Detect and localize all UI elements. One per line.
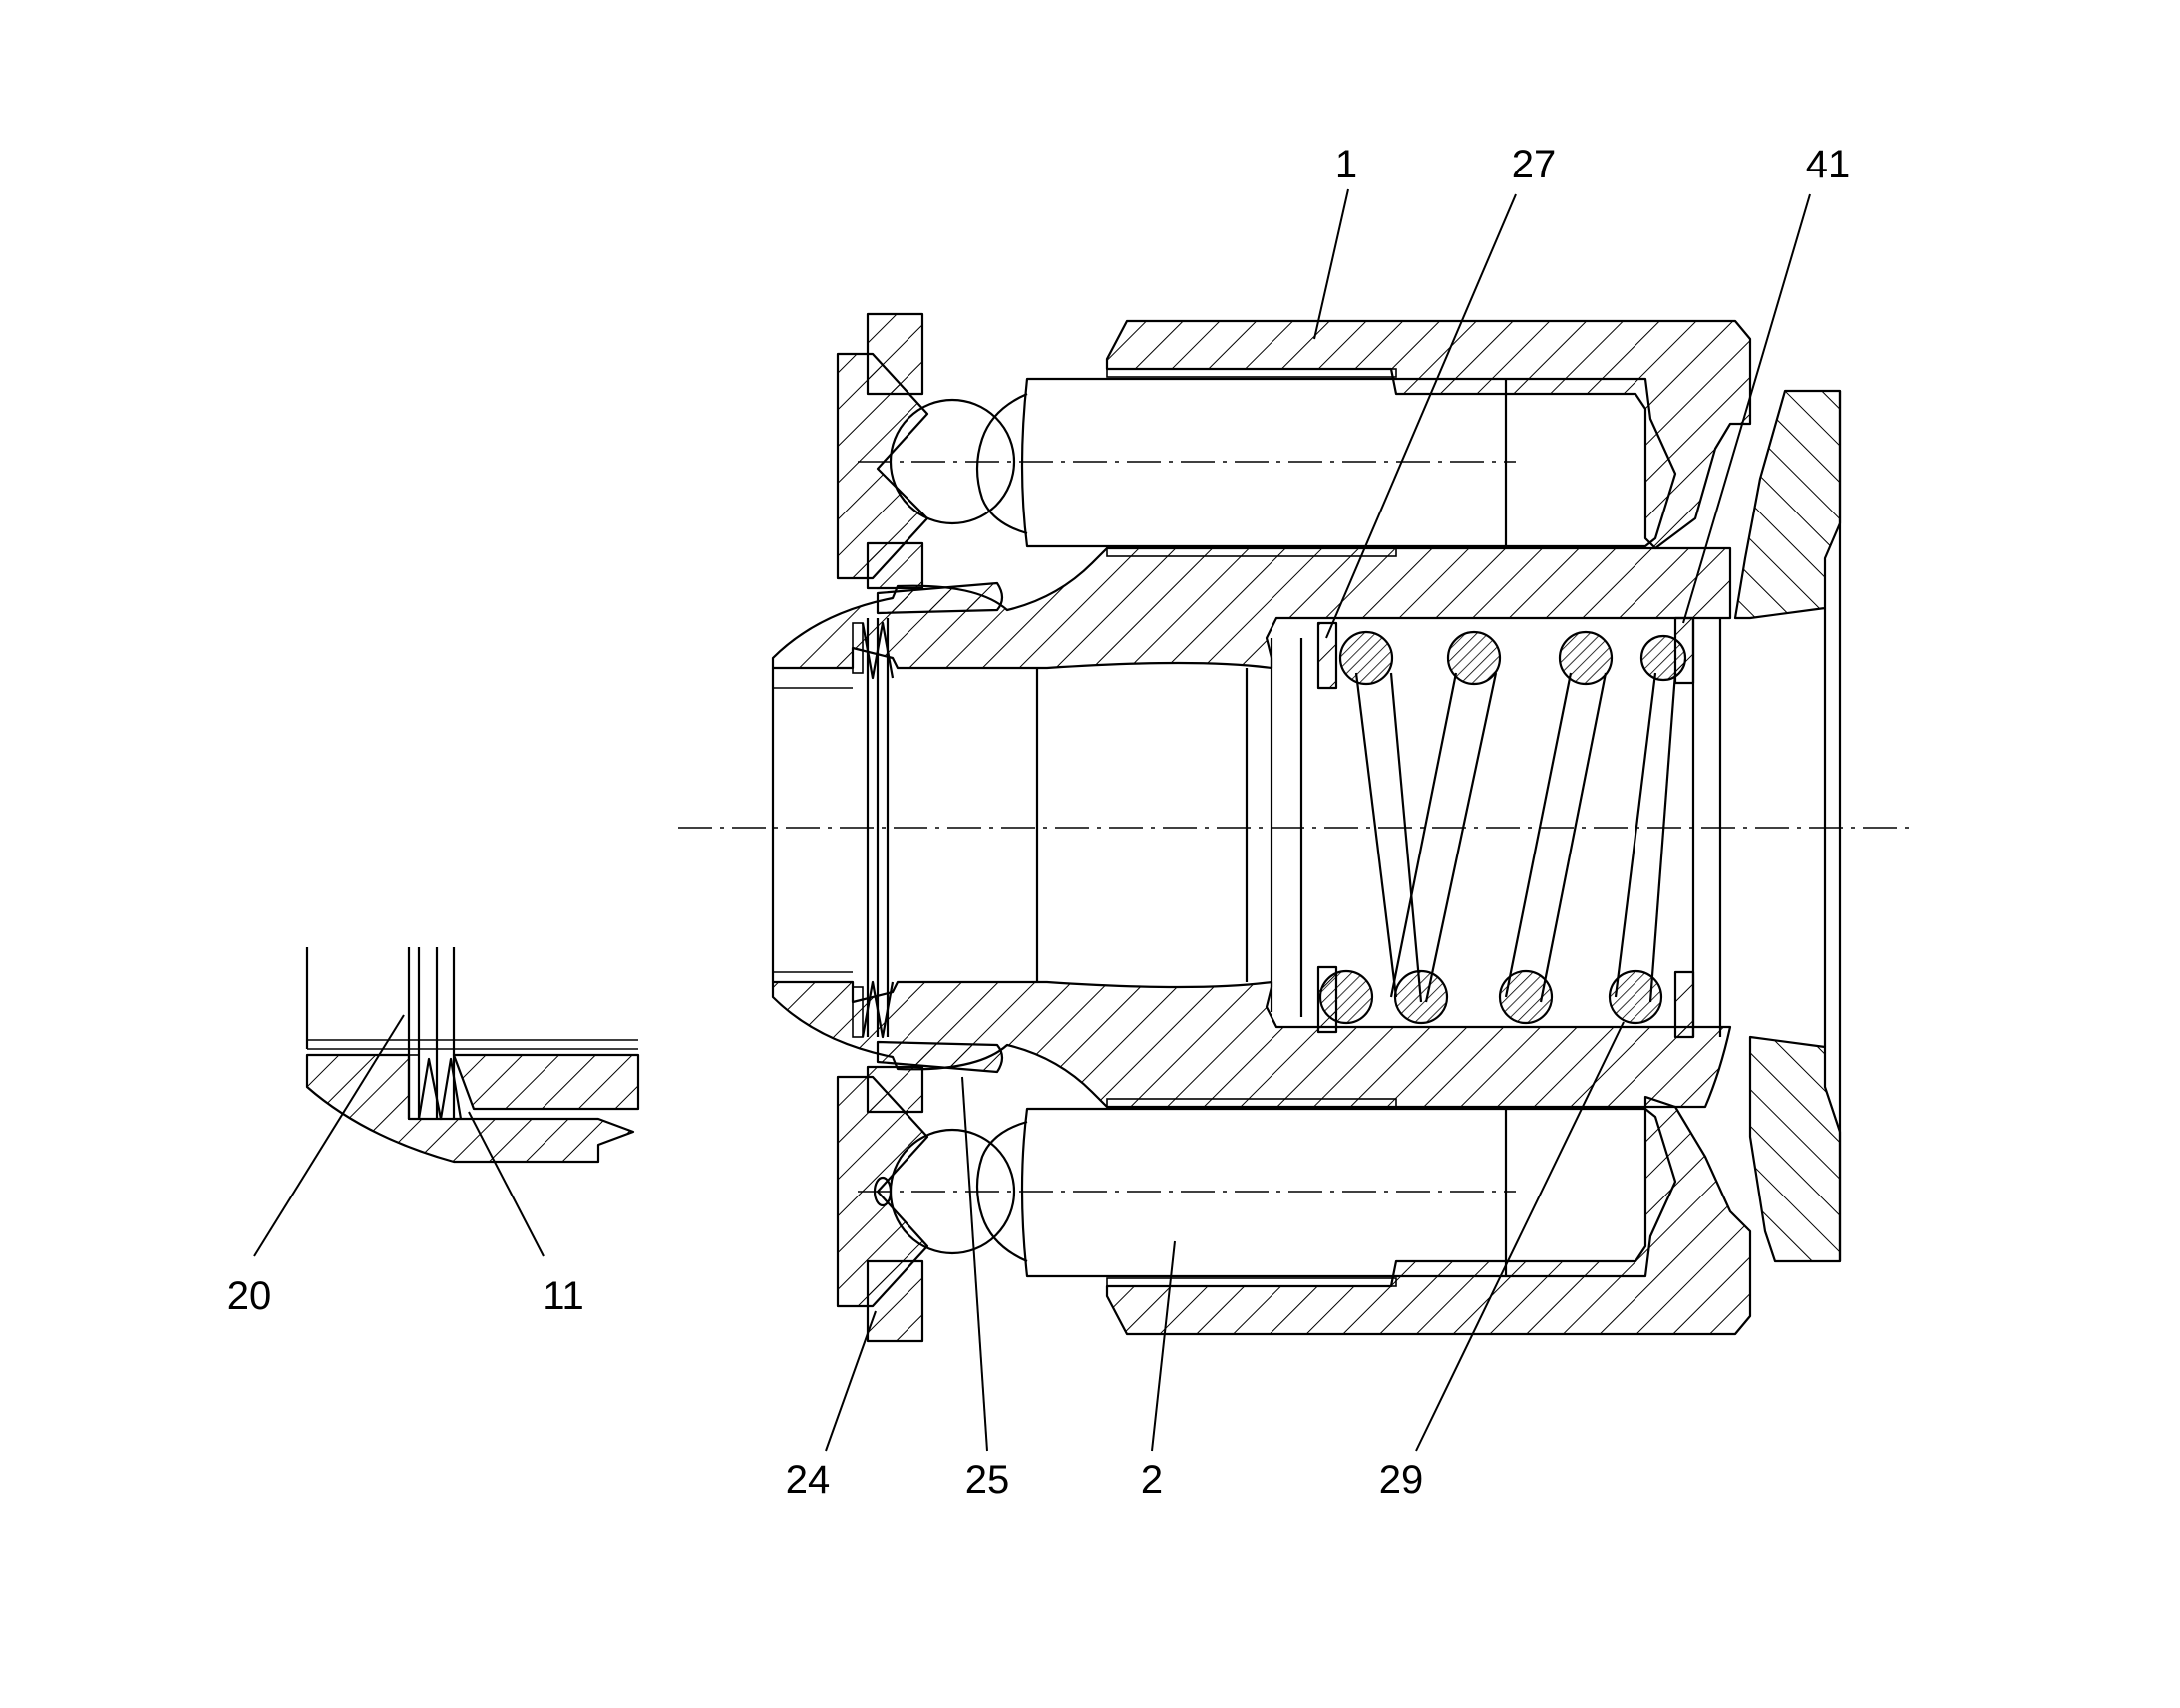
end-cap-lower — [1748, 1035, 1842, 1263]
callout-25: 25 — [965, 1458, 1010, 1502]
piston-upper — [1020, 377, 1677, 548]
callout-24: 24 — [786, 1458, 831, 1502]
coil-spring — [1318, 630, 1687, 1025]
main-section — [678, 312, 1910, 1343]
piston-lower — [1020, 1107, 1677, 1278]
callout-29: 29 — [1379, 1458, 1424, 1502]
callout-27: 27 — [1512, 143, 1557, 186]
housing-bottom — [1105, 1095, 1752, 1336]
ball-upper — [889, 398, 1016, 525]
callout-20: 20 — [227, 1274, 272, 1318]
housing-top — [1105, 319, 1752, 550]
detail-view — [305, 947, 640, 1164]
callout-1: 1 — [1335, 143, 1357, 186]
callout-41: 41 — [1806, 143, 1851, 186]
end-cap-upper — [1733, 389, 1842, 620]
callout-11: 11 — [543, 1274, 584, 1318]
callout-2: 2 — [1141, 1458, 1163, 1502]
leaders — [253, 188, 1811, 1452]
